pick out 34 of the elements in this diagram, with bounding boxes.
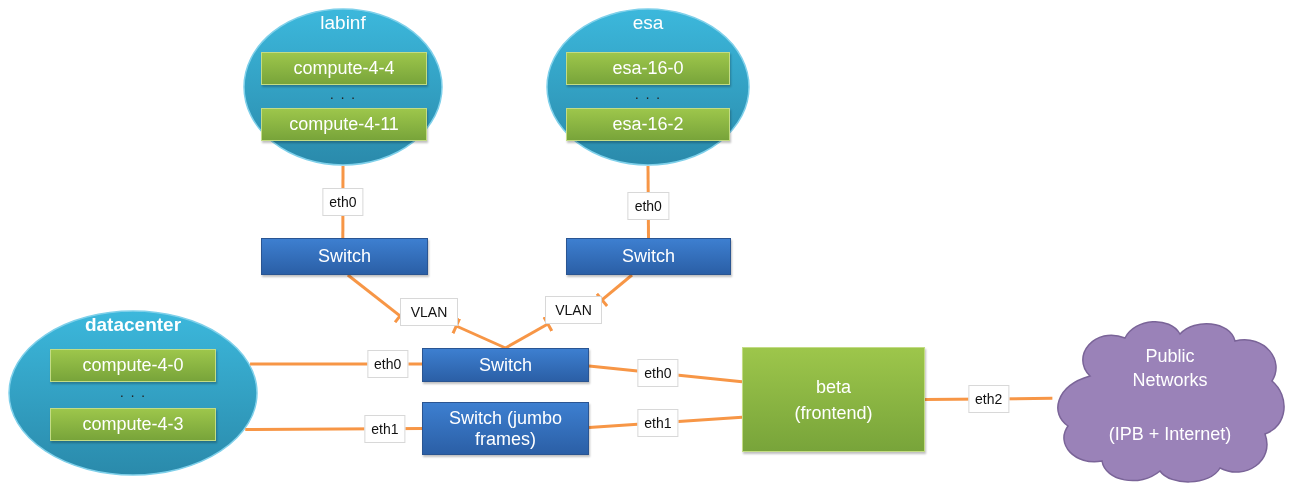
cluster-ellipse	[546, 8, 750, 166]
host-box: compute-4-11	[261, 108, 427, 141]
vlan-box: VLAN	[400, 298, 458, 326]
cloud-label: Public Networks	[1131, 345, 1209, 392]
cluster-ellipse	[8, 310, 258, 476]
host-box: esa-16-0	[566, 52, 730, 85]
ellipsis-text: · · ·	[328, 89, 358, 104]
cloud-label: (IPB + Internet)	[1107, 423, 1233, 446]
edge-label: eth0	[367, 349, 409, 378]
server-box: beta (frontend)	[742, 347, 925, 452]
connector-line	[595, 273, 633, 308]
edge-label: eth1	[637, 408, 679, 437]
edge-label: eth0	[627, 191, 669, 220]
cluster-title: datacenter	[83, 314, 183, 336]
host-box: compute-4-0	[50, 349, 216, 382]
cluster-title: esa	[631, 12, 665, 34]
switch-box: Switch (jumbo frames)	[422, 402, 589, 455]
host-box: compute-4-4	[261, 52, 427, 85]
vlan-box: VLAN	[545, 296, 602, 324]
host-box: compute-4-3	[50, 408, 216, 441]
edge-label: eth0	[322, 188, 364, 216]
connector-line	[504, 315, 554, 350]
switch-box: Switch	[566, 238, 731, 275]
connector-line	[451, 317, 507, 350]
cluster-ellipse	[243, 8, 443, 166]
edge-label: eth2	[968, 384, 1010, 413]
host-box: esa-16-2	[566, 108, 730, 141]
edge-label: eth0	[637, 359, 679, 388]
ellipsis-text: · · ·	[118, 388, 148, 402]
switch-box: Switch	[261, 238, 428, 275]
ellipsis-text: · · ·	[633, 89, 663, 104]
cluster-title: labinf	[319, 12, 367, 34]
switch-box: Switch	[422, 348, 589, 382]
edge-label: eth1	[364, 414, 406, 443]
